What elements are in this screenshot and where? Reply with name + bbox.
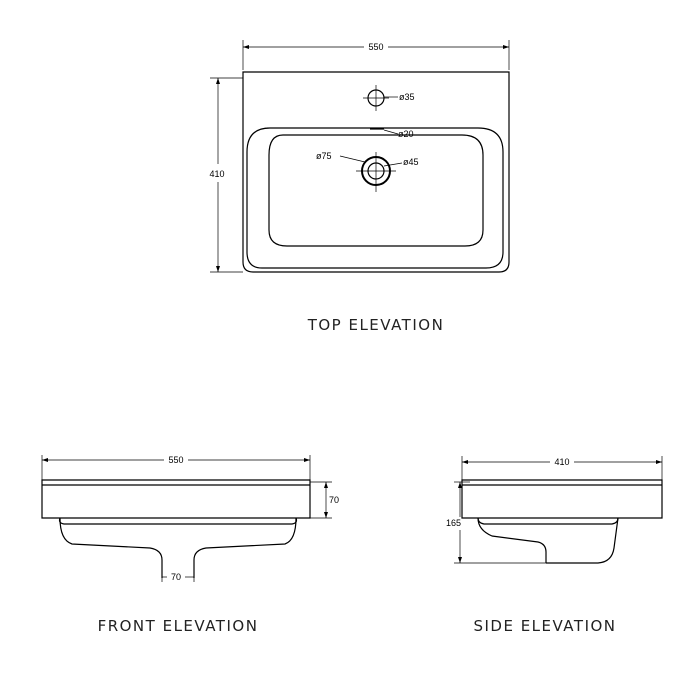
top-width-dimension: 550 — [242, 40, 510, 70]
side-basin-top — [461, 479, 663, 519]
tap-hole-label: ø35 — [399, 92, 415, 102]
front-basin-bowl — [59, 517, 297, 578]
top-depth-label: 410 — [209, 169, 224, 179]
waste-inner-label: ø45 — [403, 157, 419, 167]
waste-outlet: ø75 ø45 — [316, 151, 419, 192]
front-width-label: 550 — [168, 455, 183, 465]
front-elevation: 550 70 70 FRONT ELEVATION — [41, 455, 339, 635]
top-width-label: 550 — [368, 42, 383, 52]
front-outlet-label: 70 — [171, 572, 181, 582]
side-basin-bowl — [477, 517, 619, 564]
front-rim-height-label: 70 — [329, 495, 339, 505]
side-depth-label: 410 — [554, 457, 569, 467]
top-depth-dimension: 410 — [209, 77, 243, 273]
side-elevation: 410 165 SIDE ELEVATION — [446, 456, 663, 635]
front-rim-height-dimension: 70 — [310, 481, 339, 519]
top-bowl-inner — [268, 134, 484, 247]
side-height-label: 165 — [446, 518, 461, 528]
waste-outer-label: ø75 — [316, 151, 332, 161]
side-elevation-title: SIDE ELEVATION — [473, 617, 616, 635]
overflow: ø20 — [370, 128, 414, 139]
front-width-dimension: 550 — [41, 455, 311, 480]
top-basin-outline — [242, 71, 510, 273]
side-depth-dimension: 410 — [461, 456, 663, 480]
top-elevation-title: TOP ELEVATION — [307, 316, 445, 334]
front-elevation-title: FRONT ELEVATION — [98, 617, 259, 635]
front-basin-top — [41, 479, 311, 519]
top-bowl-outer — [246, 127, 504, 269]
side-height-dimension: 165 — [446, 481, 548, 564]
top-elevation: 550 410 ø35 ø20 — [209, 40, 510, 334]
tap-hole: ø35 — [363, 85, 415, 111]
overflow-label: ø20 — [398, 129, 414, 139]
front-outlet-dimension: 70 — [161, 572, 195, 582]
